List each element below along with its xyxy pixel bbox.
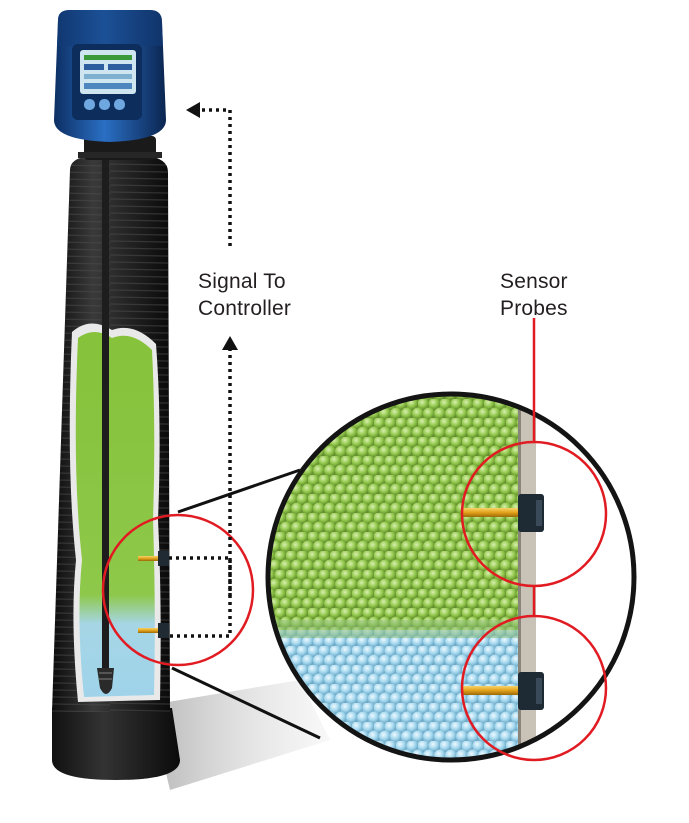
signal-label-line2: Controller	[198, 297, 292, 320]
sensor-probes-label: Sensor Probes	[500, 268, 568, 322]
sensor-label-line1: Sensor	[500, 270, 568, 293]
sensor-probe-top	[462, 508, 522, 517]
riser-tube	[102, 150, 109, 670]
sensor-probe-icon	[138, 628, 160, 633]
sensor-probe-bottom	[462, 686, 522, 695]
tank-wall	[518, 394, 536, 760]
arrow-up-icon	[222, 336, 238, 350]
tank-resin	[75, 332, 155, 697]
magnifier-connector-bottom	[171, 666, 321, 740]
tank-base	[52, 708, 180, 780]
sensor-label-line2: Probes	[500, 297, 568, 320]
arrow-left-icon	[186, 102, 200, 118]
signal-to-controller-label: Signal To Controller	[198, 268, 291, 322]
controller-head	[54, 10, 166, 142]
distributor	[97, 668, 114, 694]
magnifier-connector-top	[177, 468, 301, 514]
signal-label-line1: Signal To	[198, 270, 286, 293]
sensor-probe-icon	[138, 556, 160, 561]
floor-shadow	[150, 680, 330, 790]
signal-path	[169, 108, 232, 638]
magnifier-ring	[265, 391, 637, 763]
tank-callout-circle	[101, 513, 255, 667]
